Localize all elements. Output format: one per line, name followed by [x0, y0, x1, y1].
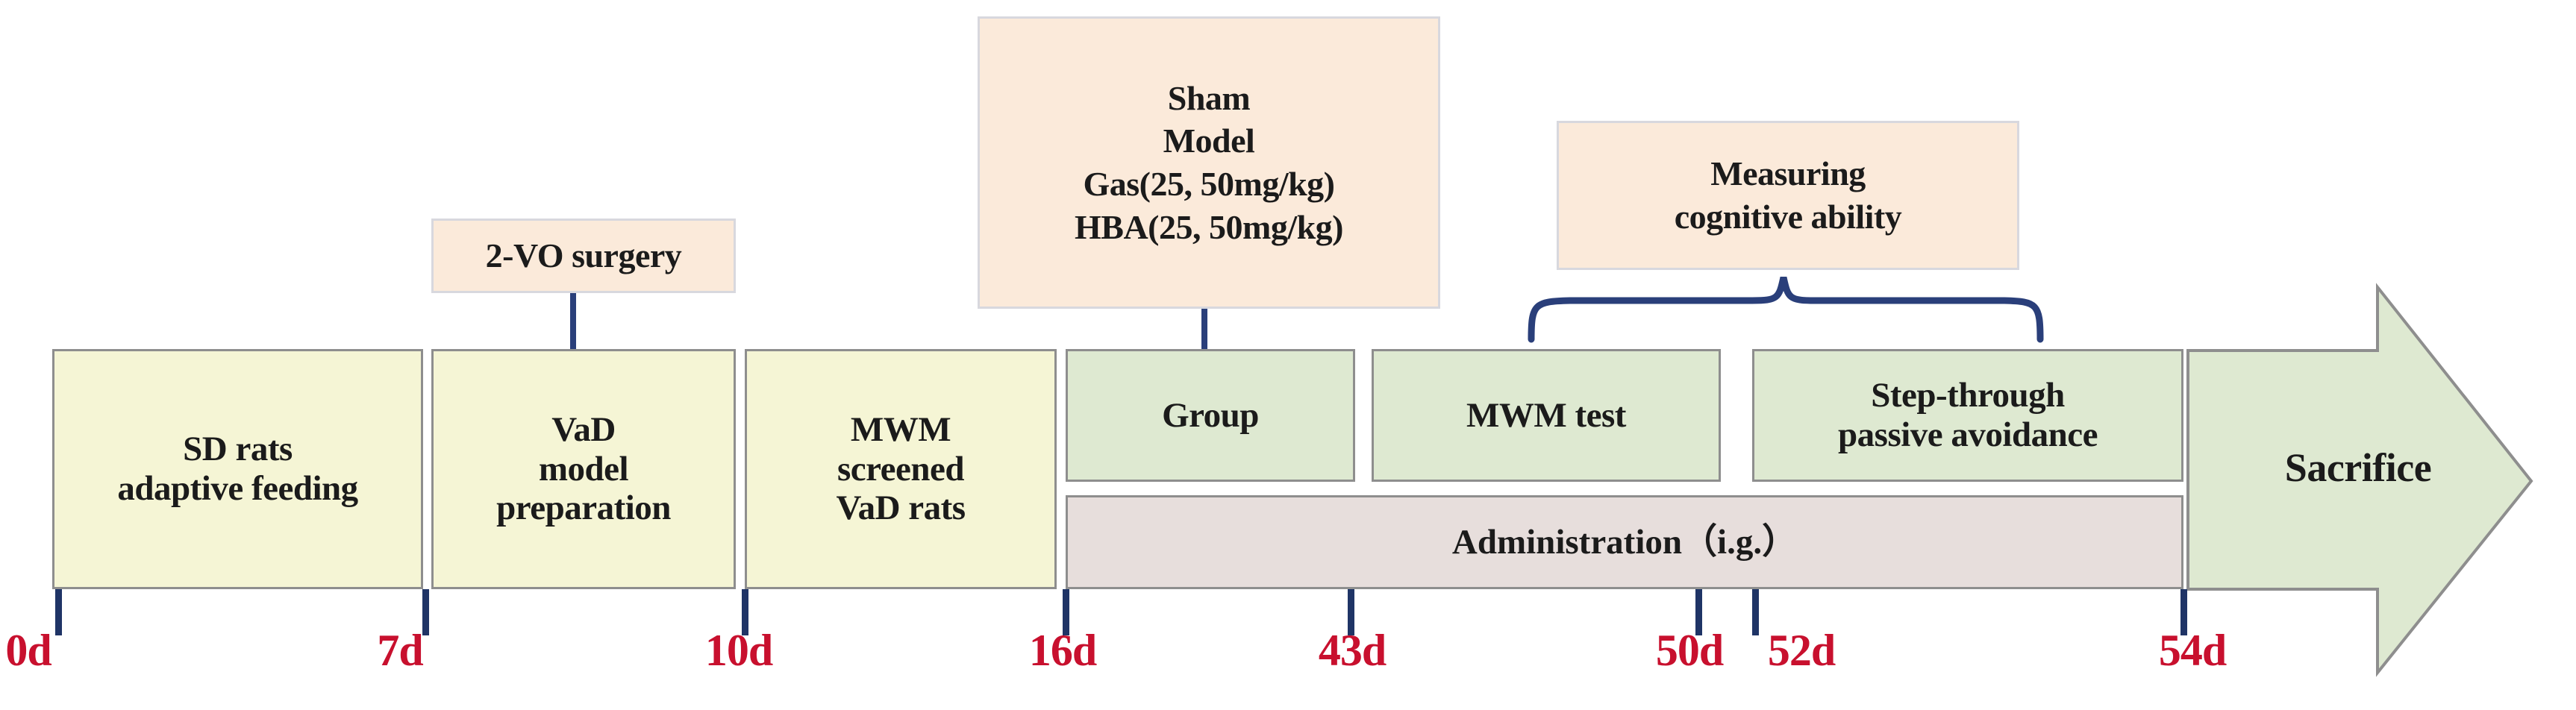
phase-mwm-screened-vad-rats[interactable]: MWM screened VaD rats	[745, 349, 1057, 589]
phase-line: VaD	[551, 410, 616, 450]
leader-line-surgery	[570, 292, 576, 352]
callout-line: 2-VO surgery	[485, 236, 682, 275]
callout-line: Measuring	[1710, 154, 1866, 193]
tick-54d	[2180, 589, 2187, 635]
tick-16d	[1063, 589, 1069, 635]
administration-bar[interactable]: Administration（i.g.）	[1066, 495, 2183, 589]
day-label-16d: 16d	[1028, 626, 1097, 675]
day-label-52d: 52d	[1767, 626, 1836, 675]
phase-line: preparation	[496, 488, 671, 528]
stage-mwm-test[interactable]: MWM test	[1372, 349, 1721, 482]
callout-line: HBA(25, 50mg/kg)	[1075, 207, 1344, 246]
phase-line: adaptive feeding	[117, 469, 358, 508]
day-label-0d: 0d	[5, 626, 51, 675]
sacrifice-label: Sacrifice	[2284, 445, 2432, 490]
stage-step-through-passive-avoidance[interactable]: Step-through passive avoidance	[1752, 349, 2183, 482]
tick-10d	[742, 589, 748, 635]
callout-grouping[interactable]: Sham Model Gas(25, 50mg/kg) HBA(25, 50mg…	[978, 16, 1440, 309]
callout-measuring-cognitive-ability[interactable]: Measuring cognitive ability	[1557, 121, 2019, 270]
phase-line: VaD rats	[836, 488, 966, 528]
phase-line: SD rats	[183, 430, 293, 469]
tick-50d	[1695, 589, 1702, 635]
tick-52d	[1752, 589, 1759, 635]
phase-vad-model-preparation[interactable]: VaD model preparation	[431, 349, 736, 589]
tick-43d	[1348, 589, 1354, 635]
callout-line: Gas(25, 50mg/kg)	[1083, 165, 1336, 203]
tick-7d	[422, 589, 429, 635]
day-label-50d: 50d	[1655, 626, 1724, 675]
administration-label: Administration（i.g.）	[1451, 522, 1798, 562]
phase-line: model	[538, 449, 629, 488]
phase-line: MWM	[850, 410, 951, 450]
day-label-7d: 7d	[377, 626, 423, 675]
phase-line: screened	[837, 449, 965, 488]
stage-line: MWM test	[1466, 395, 1626, 435]
measuring-brace	[1528, 277, 2044, 343]
tick-0d	[55, 589, 62, 635]
day-label-54d: 54d	[2158, 626, 2227, 675]
callout-line: Sham	[1167, 78, 1251, 117]
stage-line: passive avoidance	[1838, 415, 2098, 454]
stage-line: Step-through	[1871, 376, 2065, 415]
leader-line-grouping	[1201, 297, 1207, 354]
day-label-10d: 10d	[704, 626, 773, 675]
callout-line: Model	[1163, 122, 1255, 160]
phase-sd-rats-adaptive-feeding[interactable]: SD rats adaptive feeding	[52, 349, 423, 589]
day-label-43d: 43d	[1318, 626, 1387, 675]
stage-group[interactable]: Group	[1066, 349, 1355, 482]
sacrifice-arrow-shape	[2186, 283, 2533, 677]
callout-2vo-surgery[interactable]: 2-VO surgery	[431, 219, 736, 293]
callout-line: cognitive ability	[1674, 198, 1902, 236]
stage-line: Group	[1162, 395, 1259, 435]
